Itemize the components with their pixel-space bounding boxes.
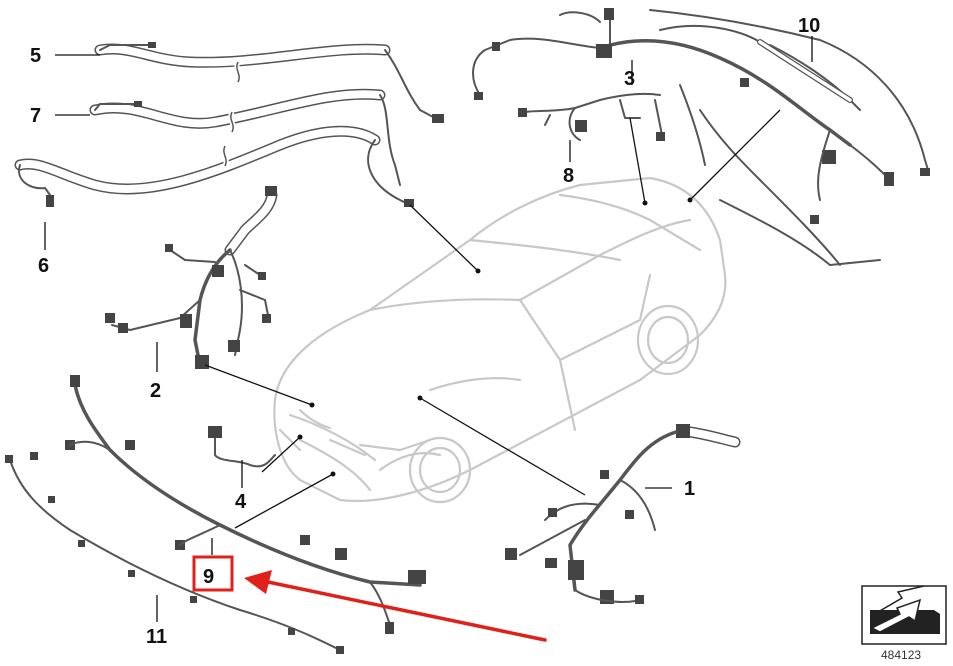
- car-outline: [273, 176, 727, 504]
- highlighted-callout-9[interactable]: 9: [192, 555, 234, 592]
- highlight-box: [192, 555, 234, 592]
- harness-1: [505, 424, 741, 604]
- callout-2[interactable]: 2: [150, 380, 161, 402]
- red-arrow: [244, 570, 547, 642]
- callout-1[interactable]: 1: [684, 478, 695, 500]
- callout-11[interactable]: 11: [146, 626, 167, 648]
- arrow-pictogram-icon: [861, 585, 947, 645]
- harness-9: [65, 375, 426, 634]
- callout-10[interactable]: 10: [798, 15, 820, 37]
- harness-4: [208, 426, 276, 468]
- callout-6[interactable]: 6: [38, 255, 49, 277]
- harness-11: [5, 452, 344, 654]
- harness-3-8-10: [472, 8, 930, 266]
- leader-lines: [44, 36, 813, 622]
- reference-number: 484123: [881, 648, 921, 662]
- callout-labels: 1 2 3 4 5 6 7 8 10 11: [30, 15, 820, 648]
- callout-9[interactable]: 9: [203, 566, 214, 588]
- harness-2: [105, 186, 278, 369]
- callout-7[interactable]: 7: [30, 105, 41, 127]
- callout-8[interactable]: 8: [563, 165, 574, 187]
- callout-4[interactable]: 4: [235, 491, 247, 513]
- harness-5-7-6: [14, 42, 444, 207]
- callout-5[interactable]: 5: [30, 45, 41, 67]
- callout-3[interactable]: 3: [624, 68, 635, 90]
